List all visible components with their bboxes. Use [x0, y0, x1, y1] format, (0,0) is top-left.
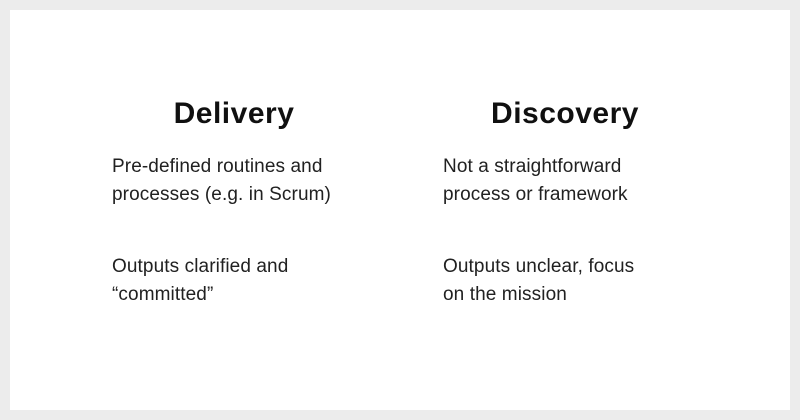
- discovery-point-process-line-1: Not a straightforward: [443, 156, 622, 177]
- delivery-point-outputs-line-2: “committed”: [112, 284, 214, 305]
- column-title-discovery: Discovery: [491, 97, 639, 130]
- comparison-card: Delivery Pre-defined routines and proces…: [10, 10, 790, 410]
- discovery-point-outputs-line-2: on the mission: [443, 284, 567, 305]
- discovery-point-process-line-2: process or framework: [443, 184, 628, 205]
- column-title-delivery: Delivery: [173, 97, 295, 130]
- delivery-point-processes-line-2: processes (e.g. in Scrum): [112, 184, 331, 205]
- delivery-point-outputs: Outputs clarified and “committed”: [112, 253, 356, 309]
- delivery-point-processes-line-1: Pre-defined routines and: [112, 156, 323, 177]
- discovery-point-process: Not a straightforward process or framewo…: [443, 153, 687, 209]
- delivery-point-processes: Pre-defined routines and processes (e.g.…: [112, 153, 356, 209]
- discovery-point-outputs: Outputs unclear, focus on the mission: [443, 253, 687, 309]
- delivery-point-outputs-line-1: Outputs clarified and: [112, 256, 289, 277]
- discovery-point-outputs-line-1: Outputs unclear, focus: [443, 256, 635, 277]
- column-delivery: Delivery Pre-defined routines and proces…: [112, 96, 356, 309]
- column-discovery: Discovery Not a straightforward process …: [443, 96, 687, 309]
